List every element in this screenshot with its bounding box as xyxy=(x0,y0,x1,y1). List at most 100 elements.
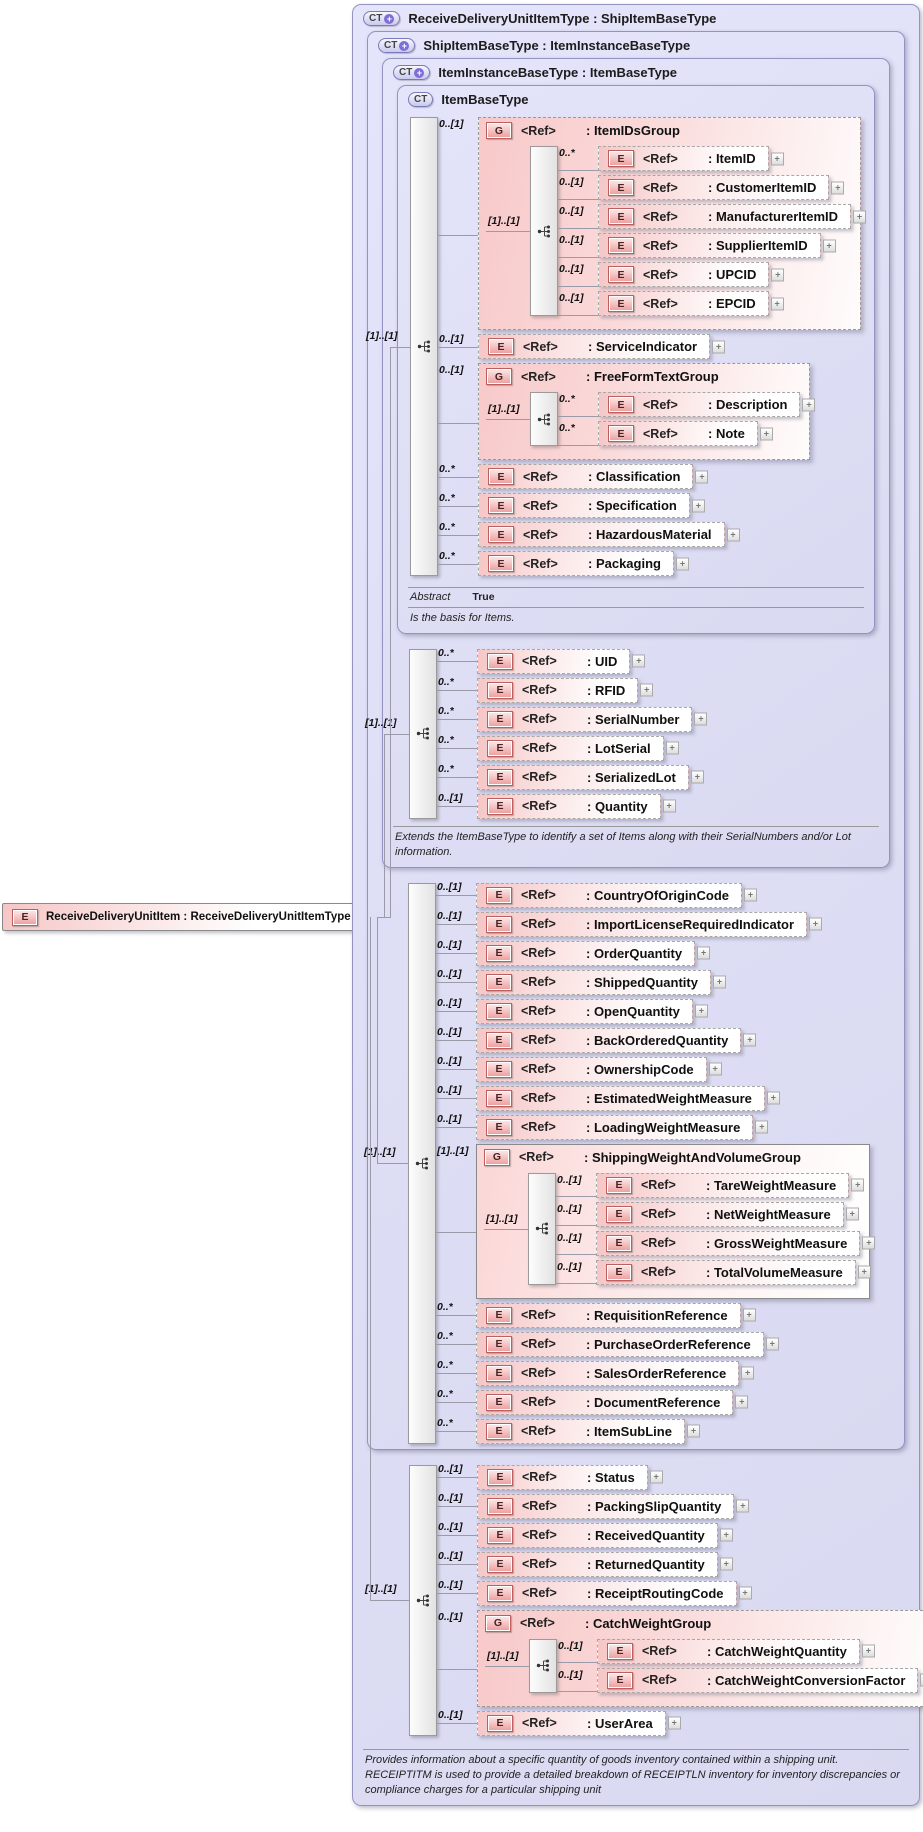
plus-square-icon[interactable]: + xyxy=(667,1716,681,1730)
plus-square-icon[interactable]: + xyxy=(640,683,654,697)
plus-square-icon[interactable]: + xyxy=(822,239,836,252)
element-box-quantity[interactable]: E<Ref>: Quantity+ xyxy=(477,793,676,819)
plus-square-icon[interactable]: + xyxy=(719,1528,733,1542)
plus-square-icon[interactable]: + xyxy=(770,297,784,310)
element-box-manufactureritemid[interactable]: E<Ref>: ManufacturerItemID+ xyxy=(598,204,867,229)
plus-square-icon[interactable]: + xyxy=(742,1308,756,1322)
plus-square-icon[interactable]: + xyxy=(726,528,740,541)
element-box-hazardousmaterial[interactable]: E<Ref>: HazardousMaterial+ xyxy=(478,522,740,547)
plus-square-icon[interactable]: + xyxy=(744,888,757,902)
plus-square-icon[interactable]: + xyxy=(765,1337,779,1351)
element-box-openquantity[interactable]: E<Ref>: OpenQuantity+ xyxy=(476,998,708,1024)
element-box-grossweightmeasure[interactable]: E<Ref>: GrossWeightMeasure+ xyxy=(596,1230,876,1256)
plus-square-icon[interactable]: + xyxy=(690,770,704,784)
complextype-badge[interactable]: CT+ xyxy=(393,65,431,80)
element-box-receiptroutingcode[interactable]: E<Ref>: ReceiptRoutingCode+ xyxy=(477,1580,752,1606)
sequence-bar[interactable] xyxy=(410,117,438,576)
plus-square-icon[interactable]: + xyxy=(853,210,867,223)
sequence-bar[interactable] xyxy=(530,392,558,446)
element-box-requisitionreference[interactable]: E<Ref>: RequisitionReference+ xyxy=(476,1302,756,1328)
element-box-userarea[interactable]: E<Ref>: UserArea+ xyxy=(477,1710,681,1736)
plus-square-icon[interactable]: + xyxy=(831,181,845,194)
root-element-box[interactable]: E ReceiveDeliveryUnitItem : ReceiveDeliv… xyxy=(2,903,376,931)
plus-square-icon[interactable]: + xyxy=(851,1178,865,1192)
plus-square-icon[interactable]: + xyxy=(708,1062,722,1076)
plus-square-icon[interactable]: + xyxy=(686,1424,700,1438)
sequence-bar[interactable] xyxy=(409,648,437,819)
element-box-catchweightconversionfactor[interactable]: E<Ref>: CatchWeightConversionFactor+ xyxy=(597,1667,923,1693)
element-box-countryoforigincode[interactable]: E<Ref>: CountryOfOriginCode+ xyxy=(476,882,757,908)
element-box-epcid[interactable]: E<Ref>: EPCID+ xyxy=(598,291,784,316)
plus-square-icon[interactable]: + xyxy=(770,152,784,165)
plus-square-icon[interactable]: + xyxy=(802,398,816,411)
plus-square-icon[interactable]: + xyxy=(743,1033,757,1047)
plus-square-icon[interactable]: + xyxy=(691,499,705,512)
sequence-bar[interactable] xyxy=(408,882,436,1444)
plus-square-icon[interactable]: + xyxy=(675,557,689,570)
element-box-classification[interactable]: E<Ref>: Classification+ xyxy=(478,464,709,489)
sequence-bar[interactable] xyxy=(529,1638,557,1693)
complextype-badge[interactable]: CT+ xyxy=(363,11,401,26)
element-box-netweightmeasure[interactable]: E<Ref>: NetWeightMeasure+ xyxy=(596,1201,859,1227)
plus-square-icon[interactable]: + xyxy=(755,1120,769,1134)
plus-square-icon[interactable]: + xyxy=(662,799,676,813)
plus-square-icon[interactable]: + xyxy=(697,946,711,960)
group-box-freeformtextgroup[interactable]: G<Ref>: FreeFormTextGroup[1]..[1]0..*E<R… xyxy=(478,363,816,460)
element-box-serviceindicator[interactable]: E<Ref>: ServiceIndicator+ xyxy=(478,334,726,359)
plus-square-icon[interactable]: + xyxy=(771,268,785,281)
element-box-specification[interactable]: E<Ref>: Specification+ xyxy=(478,493,705,518)
element-box-packingslipquantity[interactable]: E<Ref>: PackingSlipQuantity+ xyxy=(477,1493,750,1519)
plus-square-icon[interactable]: + xyxy=(738,1586,752,1600)
element-box-documentreference[interactable]: E<Ref>: DocumentReference+ xyxy=(476,1389,749,1415)
plus-square-icon[interactable]: + xyxy=(649,1470,663,1484)
element-box-note[interactable]: E<Ref>: Note+ xyxy=(598,421,773,446)
element-box-orderquantity[interactable]: E<Ref>: OrderQuantity+ xyxy=(476,940,711,966)
plus-square-icon[interactable]: + xyxy=(736,1499,750,1513)
plus-square-icon[interactable]: + xyxy=(694,712,708,726)
plus-square-icon[interactable]: + xyxy=(694,1004,708,1018)
element-box-serializedlot[interactable]: E<Ref>: SerializedLot+ xyxy=(477,764,704,790)
element-box-returnedquantity[interactable]: E<Ref>: ReturnedQuantity+ xyxy=(477,1551,733,1577)
plus-square-icon[interactable]: + xyxy=(665,741,679,755)
element-box-rfid[interactable]: E<Ref>: RFID+ xyxy=(477,677,654,703)
element-box-uid[interactable]: E<Ref>: UID+ xyxy=(477,648,646,674)
plus-square-icon[interactable]: + xyxy=(695,470,709,483)
complextype-badge[interactable]: CT+ xyxy=(378,38,416,53)
plus-square-icon[interactable]: + xyxy=(862,1236,876,1250)
element-box-shippedquantity[interactable]: E<Ref>: ShippedQuantity+ xyxy=(476,969,726,995)
element-box-tareweightmeasure[interactable]: E<Ref>: TareWeightMeasure+ xyxy=(596,1172,865,1198)
element-box-loadingweightmeasure[interactable]: E<Ref>: LoadingWeightMeasure+ xyxy=(476,1114,769,1140)
plus-square-icon[interactable]: + xyxy=(719,1557,733,1571)
plus-square-icon[interactable]: + xyxy=(735,1395,749,1409)
element-box-importlicenserequiredindicator[interactable]: E<Ref>: ImportLicenseRequiredIndicator+ xyxy=(476,911,823,937)
plus-square-icon[interactable]: + xyxy=(741,1366,755,1380)
complextype-badge[interactable]: CT xyxy=(408,92,434,107)
element-box-salesorderreference[interactable]: E<Ref>: SalesOrderReference+ xyxy=(476,1360,755,1386)
element-box-itemid[interactable]: E<Ref>: ItemID+ xyxy=(598,146,784,171)
plus-square-icon[interactable]: + xyxy=(632,654,646,668)
element-box-status[interactable]: E<Ref>: Status+ xyxy=(477,1464,663,1490)
plus-square-icon[interactable]: + xyxy=(759,427,773,440)
element-box-receivedquantity[interactable]: E<Ref>: ReceivedQuantity+ xyxy=(477,1522,733,1548)
plus-square-icon[interactable]: + xyxy=(712,975,726,989)
element-box-customeritemid[interactable]: E<Ref>: CustomerItemID+ xyxy=(598,175,845,200)
element-box-purchaseorderreference[interactable]: E<Ref>: PurchaseOrderReference+ xyxy=(476,1331,779,1357)
group-box-shippingweightandvolumegroup[interactable]: G<Ref>: ShippingWeightAndVolumeGroup[1].… xyxy=(476,1143,876,1299)
plus-square-icon[interactable]: + xyxy=(845,1207,859,1221)
element-box-totalvolumemeasure[interactable]: E<Ref>: TotalVolumeMeasure+ xyxy=(596,1259,871,1285)
element-box-lotserial[interactable]: E<Ref>: LotSerial+ xyxy=(477,735,679,761)
sequence-bar[interactable] xyxy=(530,146,558,316)
plus-square-icon[interactable]: + xyxy=(857,1265,871,1279)
sequence-bar[interactable] xyxy=(409,1464,437,1736)
plus-square-icon[interactable]: + xyxy=(766,1091,780,1105)
group-box-itemidsgroup[interactable]: G<Ref>: ItemIDsGroup[1]..[1]0..*E<Ref>: … xyxy=(478,117,867,330)
element-box-backorderedquantity[interactable]: E<Ref>: BackOrderedQuantity+ xyxy=(476,1027,757,1053)
element-box-itemsubline[interactable]: E<Ref>: ItemSubLine+ xyxy=(476,1418,700,1444)
sequence-bar[interactable] xyxy=(528,1172,556,1285)
element-box-catchweightquantity[interactable]: E<Ref>: CatchWeightQuantity+ xyxy=(597,1638,875,1664)
plus-square-icon[interactable]: + xyxy=(712,340,726,353)
element-box-description[interactable]: E<Ref>: Description+ xyxy=(598,392,816,417)
group-box-catchweightgroup[interactable]: G<Ref>: CatchWeightGroup[1]..[1]0..[1]E<… xyxy=(477,1609,923,1707)
element-box-packaging[interactable]: E<Ref>: Packaging+ xyxy=(478,551,689,576)
plus-square-icon[interactable]: + xyxy=(809,917,823,931)
